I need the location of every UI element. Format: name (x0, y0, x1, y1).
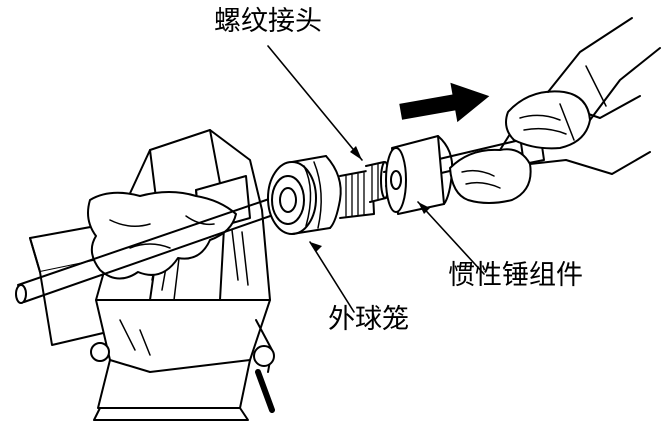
label-outer-ball-cage: 外球笼 (328, 304, 409, 335)
leader-arrowheads (310, 146, 430, 252)
pull-arrow-icon (399, 82, 490, 123)
label-inertia-hammer-assembly: 惯性锤组件 (448, 260, 583, 291)
drive-shaft (15, 197, 277, 304)
label-threaded-adapter: 螺纹接头 (214, 6, 322, 37)
gloved-hands (449, 17, 661, 204)
outer-ball-cage (267, 155, 375, 235)
leader-lines (267, 45, 485, 313)
